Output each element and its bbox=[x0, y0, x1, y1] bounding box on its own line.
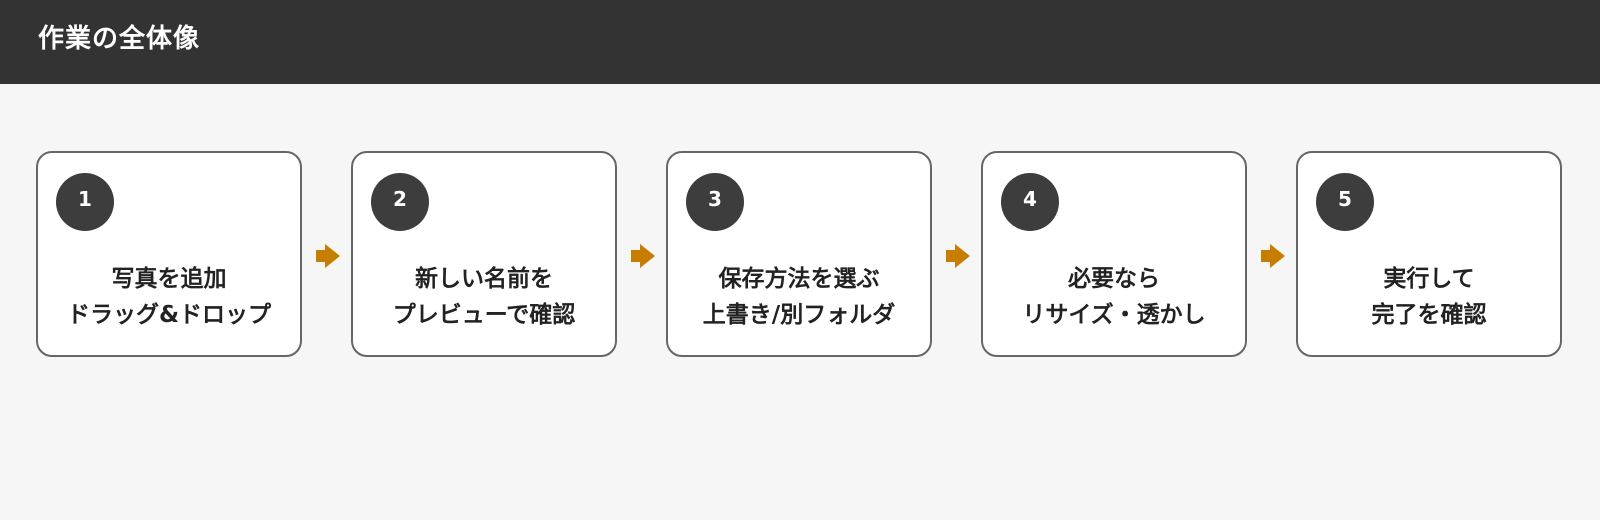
step-card-5: 5 実行して 完了を確認 bbox=[1296, 151, 1562, 357]
step-label-line2: プレビューで確認 bbox=[392, 302, 576, 328]
step-label-line1: 必要なら bbox=[1068, 266, 1160, 292]
arrow-right-icon bbox=[316, 244, 340, 268]
step-label-line2: 上書き/別フォルダ bbox=[702, 302, 896, 328]
step-label-line1: 写真を追加 bbox=[111, 266, 227, 292]
step-number-badge: 3 bbox=[686, 173, 744, 231]
step-label-line1: 保存方法を選ぶ bbox=[718, 266, 880, 292]
step-label: 保存方法を選ぶ 上書き/別フォルダ bbox=[668, 261, 930, 333]
step-label: 写真を追加 ドラッグ&ドロップ bbox=[38, 261, 300, 333]
step-label-line1: 新しい名前を bbox=[415, 266, 553, 292]
step-number-badge: 4 bbox=[1001, 173, 1059, 231]
step-number-badge: 1 bbox=[56, 173, 114, 231]
step-label: 実行して 完了を確認 bbox=[1298, 261, 1560, 333]
arrow-right-icon bbox=[946, 244, 970, 268]
step-number-badge: 2 bbox=[371, 173, 429, 231]
step-card-1: 1 写真を追加 ドラッグ&ドロップ bbox=[36, 151, 302, 357]
page-title: 作業の全体像 bbox=[38, 24, 201, 54]
arrow-right-icon bbox=[631, 244, 655, 268]
step-label-line2: リサイズ・透かし bbox=[1022, 302, 1206, 328]
step-label-line1: 実行して bbox=[1383, 266, 1475, 292]
arrow-right-icon bbox=[1261, 244, 1285, 268]
step-label-line2: 完了を確認 bbox=[1371, 302, 1487, 328]
step-number-badge: 5 bbox=[1316, 173, 1374, 231]
step-label: 新しい名前を プレビューで確認 bbox=[353, 261, 615, 333]
step-card-4: 4 必要なら リサイズ・透かし bbox=[981, 151, 1247, 357]
step-card-2: 2 新しい名前を プレビューで確認 bbox=[351, 151, 617, 357]
step-label: 必要なら リサイズ・透かし bbox=[983, 261, 1245, 333]
header-bar: 作業の全体像 bbox=[0, 0, 1600, 84]
step-label-line2: ドラッグ&ドロップ bbox=[66, 302, 272, 328]
step-card-3: 3 保存方法を選ぶ 上書き/別フォルダ bbox=[666, 151, 932, 357]
